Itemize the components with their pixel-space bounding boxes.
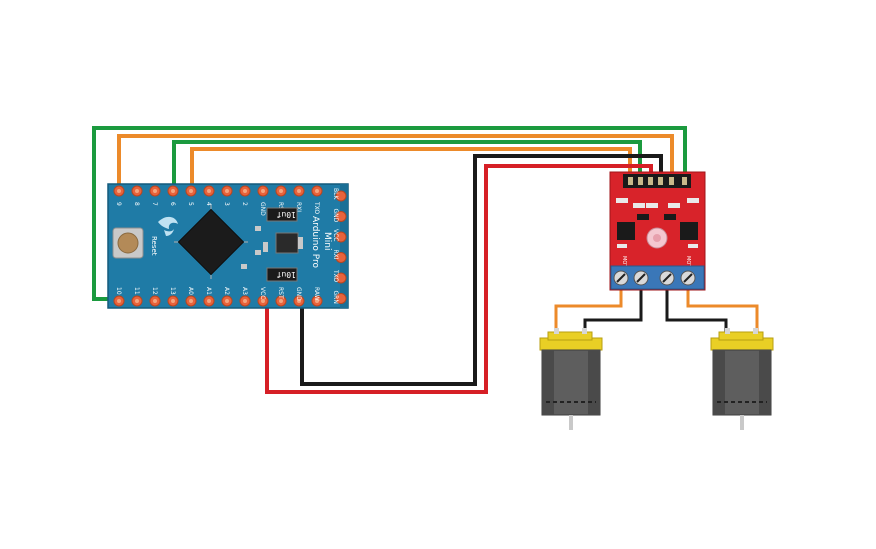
driver-smd-parts xyxy=(616,198,699,248)
bottom-pin-pad-hole-8 xyxy=(261,299,265,303)
top-pin-pad-hole-9 xyxy=(279,189,283,193)
wires xyxy=(92,126,759,394)
bottom-pin-pad-hole-7 xyxy=(243,299,247,303)
top-pin-pad-hole-10 xyxy=(297,189,301,193)
driver-chip-a xyxy=(617,222,635,240)
wire-orange-pin9 xyxy=(117,134,674,190)
top-pin-pad-hole-6 xyxy=(225,189,229,193)
bottom-pin-pad-hole-9 xyxy=(279,299,283,303)
wire-green-pin6 xyxy=(172,140,642,190)
top-pin-label-3: 6 xyxy=(169,202,176,206)
capacitor-top: 10uf xyxy=(266,207,298,222)
wire-orange-motor-a xyxy=(554,288,623,332)
board-name-line2: Mini xyxy=(322,232,332,250)
right-pin-label-3: RXI xyxy=(332,250,339,260)
right-pin-label-4: TXO xyxy=(332,269,339,282)
motor-driver-module: MOTOR-A MOTOR-B xyxy=(609,171,706,291)
voltage-regulator xyxy=(275,232,303,254)
capacitor-top-label: 10uf xyxy=(277,210,296,219)
right-pin-label-2: VCC xyxy=(332,229,339,241)
right-pin-pad-4 xyxy=(335,272,347,284)
bottom-pin-label-8: VCC xyxy=(259,287,266,299)
arduino-pro-mini: 98765432GNDRSTRXITXO 10111213A0A1A2A3VCC… xyxy=(107,183,349,309)
screw-terminal-block xyxy=(610,265,705,290)
bottom-pin-label-2: 12 xyxy=(151,287,158,295)
bottom-pin-pad-hole-4 xyxy=(189,299,193,303)
top-pin-pad-hole-3 xyxy=(171,189,175,193)
bottom-pin-label-7: A3 xyxy=(241,287,248,295)
top-pin-pad-hole-8 xyxy=(261,189,265,193)
top-pin-label-5: 4 xyxy=(205,202,212,206)
top-pin-label-11: TXO xyxy=(313,201,320,214)
driver-header xyxy=(623,174,691,188)
wire-black-motor-b xyxy=(665,288,728,332)
smd-parts xyxy=(241,226,268,269)
bottom-pin-pad-hole-3 xyxy=(171,299,175,303)
screw-slot-2 xyxy=(662,273,672,283)
top-pin-pad-hole-0 xyxy=(117,189,121,193)
bottom-pin-label-1: 11 xyxy=(133,287,140,295)
capacitor-bottom: 10uf xyxy=(266,267,298,282)
bottom-pin-label-3: 13 xyxy=(169,287,176,295)
top-pin-pad-hole-11 xyxy=(315,189,319,193)
bottom-pin-label-6: A2 xyxy=(223,287,230,295)
bottom-pin-pad-hole-0 xyxy=(117,299,121,303)
top-pin-label-10: RXI xyxy=(295,202,302,212)
bottom-pin-pad-hole-2 xyxy=(153,299,157,303)
dc-motor-a xyxy=(539,328,603,430)
top-pin-pad-hole-1 xyxy=(135,189,139,193)
bottom-pin-pad-hole-5 xyxy=(207,299,211,303)
right-pin-label-1: GND xyxy=(332,209,339,223)
top-pin-label-8: GND xyxy=(259,202,266,216)
right-pin-pad-3 xyxy=(335,252,347,263)
screw-slot-0 xyxy=(616,273,626,283)
bottom-pin-pad-hole-6 xyxy=(225,299,229,303)
right-pin-pad-1 xyxy=(335,211,347,222)
top-pin-label-6: 3 xyxy=(223,202,230,206)
bottom-pin-pad-hole-10 xyxy=(297,299,301,303)
board-edge xyxy=(340,184,348,308)
top-pin-pad-hole-4 xyxy=(189,189,193,193)
bottom-pin-label-0: 10 xyxy=(115,287,122,295)
top-pin-label-1: 8 xyxy=(133,202,140,206)
top-pin-label-0: 9 xyxy=(115,202,122,206)
top-pin-label-7: 2 xyxy=(241,202,248,206)
right-pin-pad-0 xyxy=(335,190,347,202)
capacitor-bottom-label: 10uf xyxy=(277,270,296,279)
top-pin-pad-hole-2 xyxy=(153,189,157,193)
right-pin-column: BLK GND VCC RXI TXO GRN xyxy=(332,188,347,304)
potentiometer-icon xyxy=(646,227,668,249)
wire-orange-motor-b xyxy=(686,288,759,332)
driver-chip-b xyxy=(680,222,698,240)
reset-label: Reset xyxy=(150,236,158,256)
top-pin-label-4: 5 xyxy=(187,202,194,206)
bottom-pin-label-10: GND xyxy=(295,287,302,301)
reset-button-icon xyxy=(112,227,144,259)
right-pin-label-0: BLK xyxy=(332,188,339,200)
screw-slot-3 xyxy=(683,273,693,283)
right-pin-label-5: GRN xyxy=(332,291,339,304)
top-pin-label-2: 7 xyxy=(151,202,158,206)
right-pin-pad-5 xyxy=(335,293,347,304)
wire-red-vcc xyxy=(265,164,653,394)
bottom-pin-pad-hole-11 xyxy=(315,299,319,303)
top-pin-pad-hole-7 xyxy=(243,189,247,193)
dc-motor-b xyxy=(710,328,774,430)
screw-slot-1 xyxy=(636,273,646,283)
wire-black-gnd xyxy=(300,154,663,386)
wire-green-pin10 xyxy=(92,126,687,301)
bottom-pin-label-11: RAW xyxy=(313,287,320,301)
wire-black-motor-a xyxy=(583,288,643,332)
flame-logo-icon xyxy=(158,216,178,236)
board-name-line1: Arduino Pro xyxy=(310,216,320,268)
bottom-pin-pad-hole-1 xyxy=(135,299,139,303)
top-pin-pad-hole-5 xyxy=(207,189,211,193)
bottom-pin-row: 10 11 12 13 A0 A1 A2 A3 VCC RST GND RAW xyxy=(113,287,323,307)
bottom-pin-label-5: A1 xyxy=(205,287,212,295)
bottom-pin-label-4: A0 xyxy=(187,287,194,295)
bottom-pin-label-9: RST xyxy=(277,287,284,299)
right-pin-pad-2 xyxy=(335,231,347,243)
atmega-chip xyxy=(174,205,248,279)
